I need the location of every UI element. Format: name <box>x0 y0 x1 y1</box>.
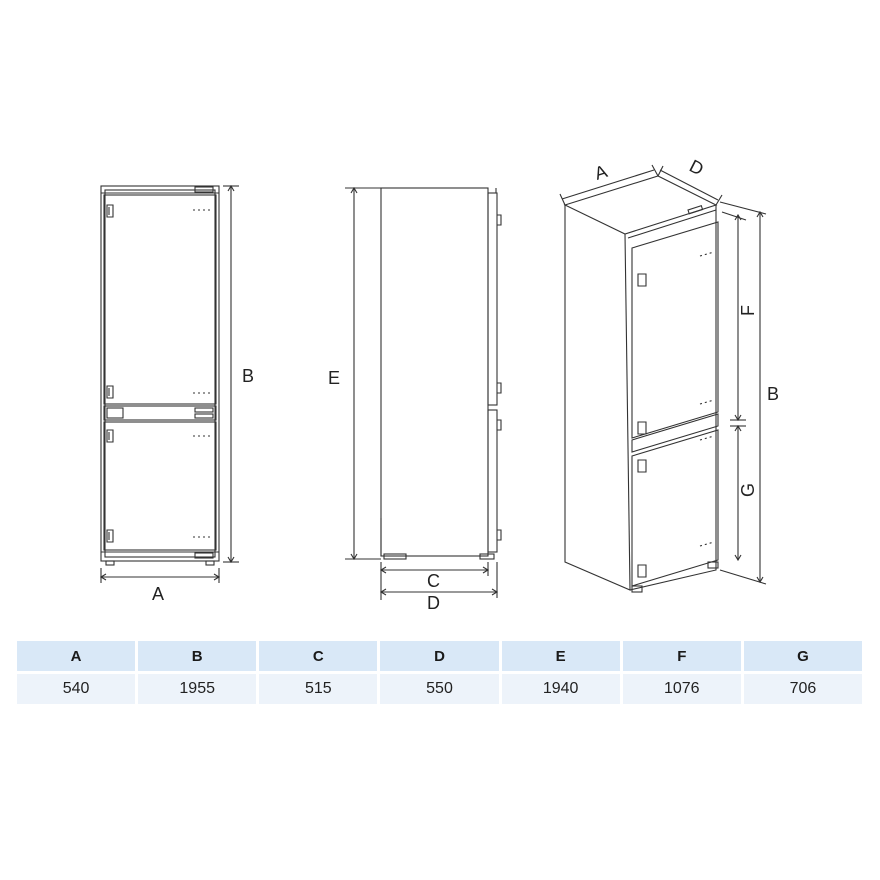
hinge-icon <box>106 529 114 543</box>
cell-b: 1955 <box>138 674 257 704</box>
cell-e: 1940 <box>501 674 620 704</box>
hinge-icon <box>637 273 647 287</box>
label-b-persp: B <box>767 384 779 404</box>
label-b-front: B <box>242 366 254 386</box>
table-header-row: A B C D E F G <box>17 641 862 671</box>
upper-door-side <box>487 192 498 406</box>
label-a-persp: A <box>592 161 610 184</box>
dimensions-table: A B C D E F G 540 1955 515 550 1940 1076… <box>14 638 865 707</box>
label-a-front: A <box>152 584 164 604</box>
cell-f: 1076 <box>622 674 741 704</box>
hinge-icon <box>106 385 114 399</box>
column-header-g: G <box>743 641 862 671</box>
side-view <box>345 186 502 600</box>
cabinet-top <box>563 175 718 235</box>
column-header-a: A <box>17 641 136 671</box>
dimension-line-d-persp <box>659 169 719 201</box>
dimension-line-a-persp <box>561 169 655 200</box>
lower-door-persp <box>631 429 719 587</box>
front-view <box>99 184 239 583</box>
cabinet-side <box>564 205 631 591</box>
dimension-drawings: A B E C D A D F G B <box>99 156 779 613</box>
hinge-icon <box>637 564 647 578</box>
cell-c: 515 <box>259 674 378 704</box>
label-g-persp: G <box>738 483 758 497</box>
column-header-c: C <box>259 641 378 671</box>
column-header-e: E <box>501 641 620 671</box>
label-d-side: D <box>427 593 440 613</box>
label-d-persp: D <box>686 156 707 180</box>
perspective-view <box>559 164 767 593</box>
column-header-f: F <box>622 641 741 671</box>
label-c-side: C <box>427 571 440 591</box>
upper-door <box>103 194 217 405</box>
label-f-persp: F <box>738 305 758 316</box>
lower-door-side <box>487 409 498 553</box>
cell-d: 550 <box>380 674 499 704</box>
hinge-icon <box>106 204 114 218</box>
label-e-side: E <box>328 368 340 388</box>
hinge-icon <box>106 429 114 443</box>
lower-door <box>103 421 217 551</box>
cell-g: 706 <box>743 674 862 704</box>
table-row: 540 1955 515 550 1940 1076 706 <box>17 674 862 704</box>
cell-a: 540 <box>17 674 136 704</box>
hinge-icon <box>637 421 647 435</box>
hinge-icon <box>637 459 647 473</box>
column-header-b: B <box>138 641 257 671</box>
column-header-d: D <box>380 641 499 671</box>
upper-door-persp <box>631 221 719 439</box>
